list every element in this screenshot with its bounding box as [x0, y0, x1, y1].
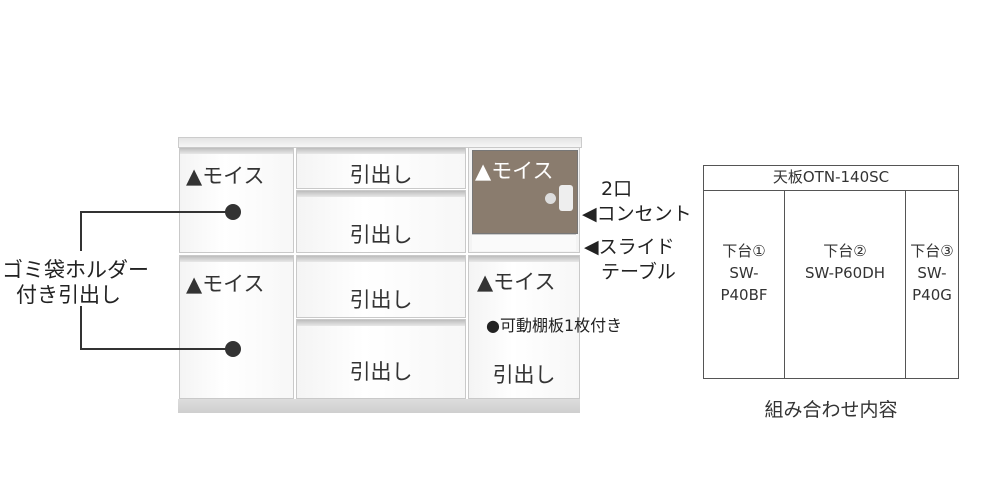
callout-dot-lower — [225, 341, 241, 357]
drawer-label: 引出し — [349, 223, 413, 247]
drawer-label: 引出し — [349, 163, 413, 187]
moisu-label: ▲モイス — [186, 164, 265, 188]
shelf-note: ●可動棚板1枚付き — [486, 316, 623, 335]
slide-table-label-1: ◀スライド — [584, 236, 675, 258]
middle-drawer-4: 引出し — [296, 319, 466, 399]
microwave-space: ▲モイス — [472, 150, 578, 234]
cell-label: 下台① — [722, 242, 766, 260]
trash-holder-label-1: ゴミ袋ホルダー — [2, 258, 149, 282]
middle-drawer-3: 引出し — [296, 255, 466, 318]
cell-model: SW- — [729, 264, 759, 282]
slide-table-label-2: テーブル — [601, 261, 676, 283]
outlet-label-1: 2口 — [601, 178, 633, 200]
outlet-icon — [559, 185, 573, 211]
slide-table — [472, 234, 576, 251]
callout-dot-upper — [225, 204, 241, 220]
left-upper-drawer: ▲モイス — [179, 147, 294, 253]
callout-line — [80, 306, 82, 350]
callout-line — [80, 348, 230, 350]
moisu-label: ▲モイス — [475, 159, 554, 183]
table-cell-2: 下台② SW-P60DH — [785, 190, 906, 378]
moisu-label: ▲モイス — [477, 270, 556, 294]
left-lower-drawer: ▲モイス — [179, 255, 294, 399]
cell-label: 下台③ — [910, 242, 954, 260]
callout-line — [80, 211, 82, 251]
drawer-label: 引出し — [492, 363, 556, 387]
table-header: 天板OTN-140SC — [704, 166, 958, 191]
drawer-label: 引出し — [349, 360, 413, 384]
middle-drawer-1: 引出し — [296, 147, 466, 189]
cell-model: SW- — [917, 264, 947, 282]
cell-model: P40BF — [720, 286, 768, 304]
middle-drawer-2: 引出し — [296, 190, 466, 253]
right-upper-unit: ▲モイス — [468, 147, 580, 253]
table-cell-1: 下台① SW- P40BF — [704, 190, 785, 378]
callout-line — [80, 211, 230, 213]
moisu-label: ▲モイス — [186, 272, 265, 296]
right-lower-door: ▲モイス 引出し — [468, 255, 580, 399]
cell-model: SW-P60DH — [804, 264, 886, 282]
cell-label: 下台② — [823, 242, 867, 260]
drawer-label: 引出し — [349, 288, 413, 312]
table-caption: 組み合わせ内容 — [764, 399, 898, 421]
plinth — [178, 399, 580, 413]
trash-holder-label-2: 付き引出し — [16, 283, 121, 307]
table-cell-3: 下台③ SW- P40G — [906, 190, 958, 378]
combination-table: 天板OTN-140SC 下台① SW- P40BF 下台② SW-P60DH 下… — [703, 165, 959, 379]
outlet-knob-icon — [545, 193, 556, 204]
outlet-label-2: ◀コンセント — [582, 203, 692, 225]
cell-model: P40G — [912, 286, 952, 304]
